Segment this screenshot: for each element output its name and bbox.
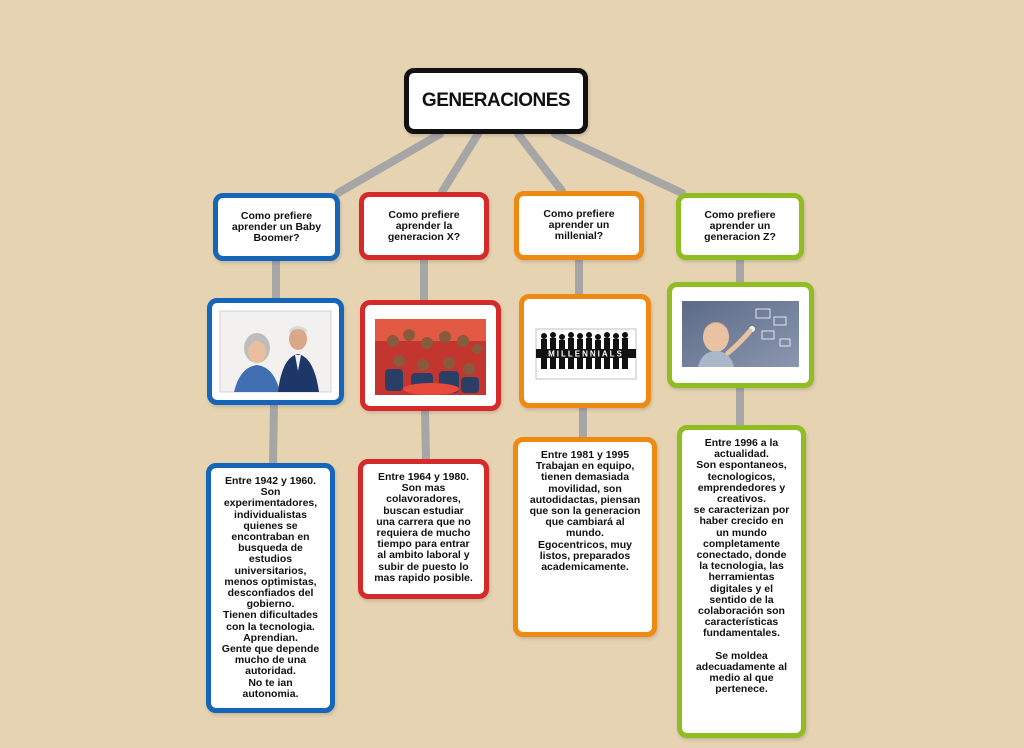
diagram-title: GENERACIONES	[404, 68, 588, 134]
description-text-baby-boomer: Entre 1942 y 1960. Son experimentadores,…	[221, 475, 320, 700]
description-text-gen-x: Entre 1964 y 1980. Son mas colavoradores…	[374, 471, 473, 584]
image-box-millennial: MILLENNIALS	[519, 294, 651, 408]
connector-bb-img-to-desc	[269, 401, 278, 467]
connector-gx-img-to-desc	[421, 406, 430, 463]
question-box-gen-x: Como prefiere aprender la generacion X?	[359, 192, 489, 260]
question-box-baby-boomer: Como prefiere aprender un Baby Boomer?	[213, 193, 340, 261]
question-text-millennial: Como prefiere aprender un millenial?	[543, 208, 615, 242]
question-text-baby-boomer: Como prefiere aprender un Baby Boomer?	[231, 209, 322, 244]
description-box-millennial: Entre 1981 y 1995 Trabajan en equipo, ti…	[513, 437, 657, 637]
question-box-gen-z: Como prefiere aprender un generacion Z?	[676, 193, 804, 260]
connector-title-to-gen-x	[438, 130, 482, 196]
elderly-couple-photo	[219, 310, 332, 393]
question-text-gen-x: Como prefiere aprender la generacion X?	[387, 208, 461, 243]
image-box-gen-z	[667, 282, 814, 388]
description-box-baby-boomer: Entre 1942 y 1960. Son experimentadores,…	[206, 463, 335, 713]
connector-title-to-baby-boomer	[334, 130, 444, 197]
image-box-baby-boomer	[207, 298, 344, 405]
description-box-gen-x: Entre 1964 y 1980. Son mas colavoradores…	[358, 459, 489, 599]
child-touching-screen-photo	[682, 301, 799, 367]
description-text-millennial: Entre 1981 y 1995 Trabajan en equipo, ti…	[529, 449, 641, 574]
group-of-young-people-photo	[375, 319, 486, 395]
connector-title-to-millennial	[514, 130, 566, 195]
description-box-gen-z: Entre 1996 a la actualidad. Son espontan…	[677, 425, 806, 738]
image-box-gen-x	[360, 300, 501, 411]
description-text-gen-z: Entre 1996 a la actualidad. Son espontan…	[693, 437, 790, 696]
question-text-gen-z: Como prefiere aprender un generacion Z?	[704, 209, 776, 243]
millennials-silhouettes-image: MILLENNIALS	[535, 328, 637, 380]
question-box-millennial: Como prefiere aprender un millenial?	[514, 191, 644, 260]
connector-title-to-gen-z	[551, 130, 686, 197]
millennials-image-label: MILLENNIALS	[548, 350, 624, 359]
